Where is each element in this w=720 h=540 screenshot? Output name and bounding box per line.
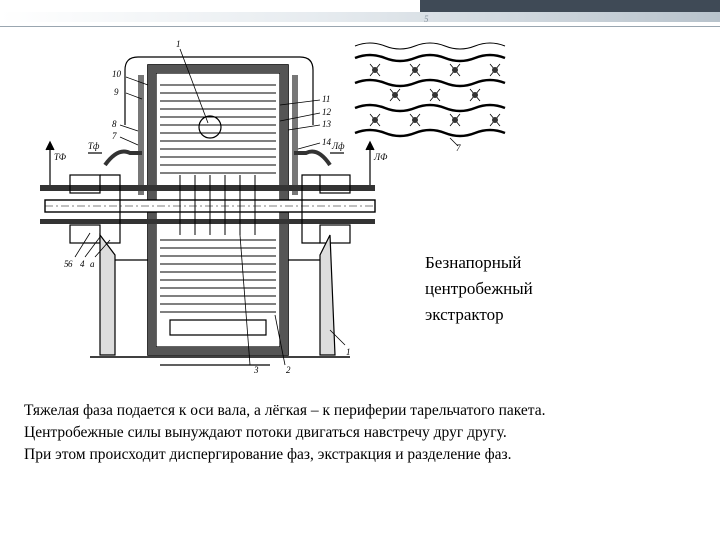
description-line: Тяжелая фаза подается к оси вала, а лёгк…	[24, 402, 546, 419]
header-gradient-bar	[0, 12, 720, 22]
label-a: а	[90, 259, 95, 269]
label-10: 10	[112, 69, 122, 79]
label-5: 5	[64, 259, 69, 269]
label-lf-top: Лф	[331, 141, 345, 151]
label-6: 6	[68, 259, 73, 269]
label-4: 4	[80, 259, 85, 269]
label-7: 7	[112, 131, 117, 141]
label-13: 13	[322, 119, 332, 129]
label-14: 14	[322, 137, 332, 147]
label-12: 12	[322, 107, 332, 117]
label-9: 9	[114, 87, 119, 97]
label-2: 2	[286, 365, 291, 375]
description-line: При этом происходит диспергирование фаз,…	[24, 446, 512, 463]
label-tf-top: Тф	[88, 141, 100, 151]
slide-header-band	[0, 0, 720, 30]
label-11: 11	[322, 94, 330, 104]
slide-number: 5	[424, 14, 429, 24]
label-tf-left: ТФ	[54, 152, 67, 162]
label-lf-right: ЛФ	[373, 152, 388, 162]
description-text: Тяжелая фаза подается к оси вала, а лёгк…	[24, 400, 714, 466]
plate-detail-drawing: 7	[354, 42, 506, 153]
description-line: Центробежные силы вынуждают потоки двига…	[24, 424, 507, 441]
caption-line: Безнапорный	[425, 253, 522, 272]
label-8: 8	[112, 119, 117, 129]
label-1: 1	[176, 39, 181, 49]
header-dark-bar	[420, 0, 720, 12]
caption-line: экстрактор	[425, 305, 504, 324]
header-rule	[0, 26, 720, 27]
caption-line: центробежный	[425, 279, 533, 298]
detail-label-7: 7	[456, 143, 461, 153]
figure-caption: Безнапорный центробежный экстрактор	[425, 250, 685, 328]
extractor-drawing: 1 10 9 8 7 11 12 13 14 6 5 4 а 3 2 1 ТФ …	[40, 39, 388, 375]
label-1-bottom: 1	[346, 347, 351, 357]
label-3: 3	[253, 365, 259, 375]
